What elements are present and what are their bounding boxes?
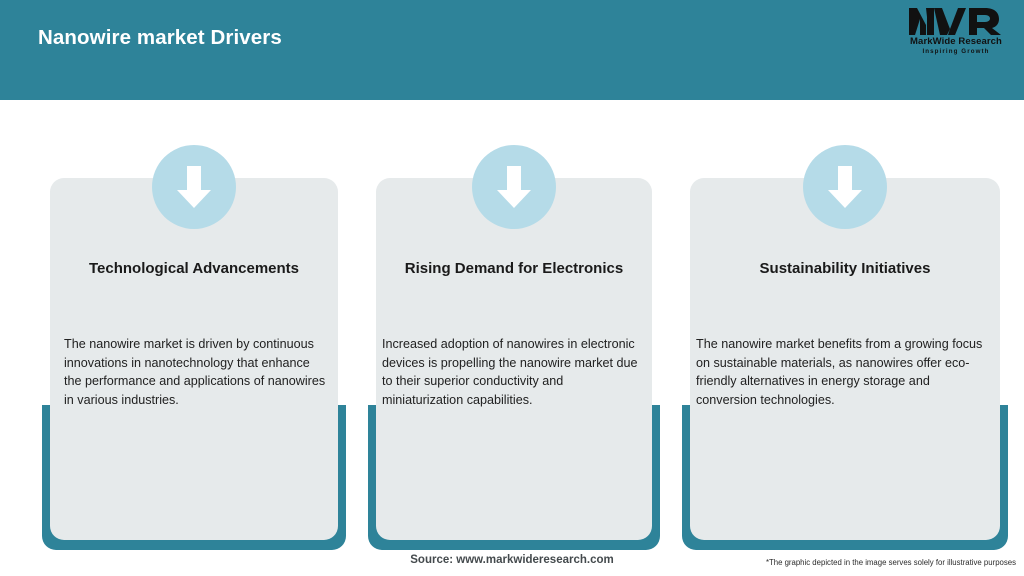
card-panel — [690, 178, 1000, 540]
card-panel — [50, 178, 338, 540]
card-title: Rising Demand for Electronics — [404, 260, 624, 277]
logo-company-name: MarkWide Research — [910, 36, 1002, 47]
card-body: Increased adoption of nanowires in elect… — [382, 337, 638, 407]
card-body: The nanowire market is driven by continu… — [64, 337, 326, 407]
driver-card[interactable]: Sustainability Initiatives The nanowire … — [682, 145, 1008, 550]
card-title: Technological Advancements — [88, 260, 300, 277]
arrow-down-icon — [803, 145, 887, 229]
disclaimer-label: *The graphic depicted in the image serve… — [765, 558, 1016, 567]
arrow-down-icon — [152, 145, 236, 229]
source-label: Source: www.markwideresearch.com — [410, 554, 614, 566]
card-title: Sustainability Initiatives — [759, 260, 931, 277]
arrow-down-icon — [472, 145, 556, 229]
driver-card[interactable]: Rising Demand for Electronics Increased … — [368, 145, 660, 550]
card-panel — [376, 178, 652, 540]
page-title: Nanowire market Drivers — [38, 26, 282, 49]
brand-logo: MarkWide Research Inspiring Growth — [902, 5, 1010, 59]
logo-tagline: Inspiring Growth — [922, 48, 990, 55]
page-header: Nanowire market Drivers MarkWide Researc… — [0, 0, 1024, 100]
driver-cards-container: Technological Advancements The nanowire … — [0, 100, 1024, 550]
driver-card[interactable]: Technological Advancements The nanowire … — [42, 145, 346, 550]
card-body: The nanowire market benefits from a grow… — [696, 337, 983, 407]
mwr-logo-icon — [909, 8, 1001, 35]
